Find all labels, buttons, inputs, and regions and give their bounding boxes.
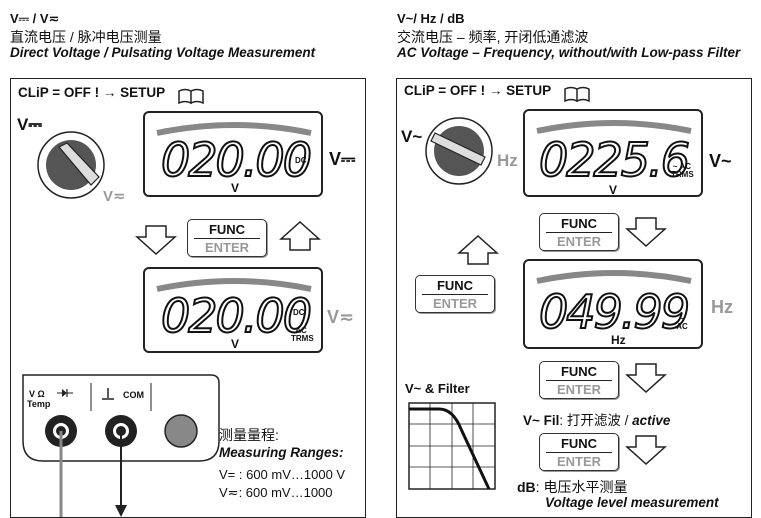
arrow-down-icon xyxy=(625,363,667,394)
db-caption-symbol: dB xyxy=(517,479,536,495)
display2-mode-bottom: AC TRMS xyxy=(291,326,314,343)
jack-label-temp: Temp xyxy=(27,399,51,409)
right-dial-right-label: Hz xyxy=(497,151,518,170)
arrow-up-icon xyxy=(457,234,499,265)
range-pulsating: V≂: 600 mV…1000 xyxy=(219,485,333,500)
enter-label: ENTER xyxy=(432,296,478,311)
display2-side-label: Hz xyxy=(711,297,733,317)
range-dc: V= : 600 mV…1000 V xyxy=(219,467,346,482)
filter-label: V~ & Filter xyxy=(405,381,470,396)
jack-label-com: COM xyxy=(123,390,144,400)
arrow-down-icon xyxy=(625,217,667,248)
display2-side-label: V≂ xyxy=(327,307,355,327)
rotary-switch-dial xyxy=(425,117,493,185)
display1-side-label: V~ xyxy=(709,151,732,171)
left-dial-bottom-label: V≂ xyxy=(103,188,126,205)
display2-unit: V xyxy=(231,337,240,351)
enter-label: ENTER xyxy=(556,454,602,469)
enter-label: ENTER xyxy=(556,234,602,249)
right-clip-setup: CLiP = OFF ! → SETUP xyxy=(404,83,552,98)
right-title-en: AC Voltage – Frequency, without/with Low… xyxy=(397,45,741,60)
right-title-cn: 交流电压 – 频率, 开闭低通滤波 xyxy=(397,29,589,45)
rotary-switch-dial xyxy=(37,131,105,199)
display2-mode-top: DC xyxy=(293,308,305,317)
display1-side-label: V⎓ xyxy=(329,149,356,169)
display1-mode: ~ AC TRMS xyxy=(671,162,694,179)
left-title-cn: 直流电压 / 脉冲电压测量 xyxy=(10,29,162,45)
left-title-en: Direct Voltage / Pulsating Voltage Measu… xyxy=(10,45,316,60)
bargraph-arc xyxy=(536,120,692,134)
left-symbol-line: V⎓ / V≂ xyxy=(10,11,60,26)
lcd-display-2: 020.00 V DC AC TRMS xyxy=(143,267,323,353)
func-enter-button-left[interactable]: FUNC ENTER xyxy=(187,219,267,257)
display2-mode: ~ AC xyxy=(676,314,688,331)
ranges-title-cn: 测量量程: xyxy=(219,427,279,443)
filter-caption-en: active xyxy=(632,413,671,428)
right-symbol-line: V~/ Hz / dB xyxy=(397,11,465,26)
bargraph-arc xyxy=(536,270,692,284)
display2-unit: Hz xyxy=(611,333,626,347)
book-icon xyxy=(564,86,590,103)
filter-caption: V~ Fil: 打开滤波 / active xyxy=(523,409,670,429)
display1-unit: V xyxy=(609,183,618,197)
left-panel: CLiP = OFF ! → SETUP V⎓ V≂ 020.00 V DC V… xyxy=(10,78,366,518)
func-label: FUNC xyxy=(208,222,246,237)
db-caption-en: Voltage level measurement xyxy=(545,495,719,510)
func-label: FUNC xyxy=(560,436,598,451)
display1-reading: 0225.6 xyxy=(538,132,691,188)
lcd-display-1: 020.00 V DC xyxy=(143,111,323,197)
arrow-down-icon xyxy=(625,435,667,466)
func-label: FUNC xyxy=(560,364,598,379)
func-enter-button-1[interactable]: FUNC ENTER xyxy=(539,213,619,251)
filter-caption-cn: : 打开滤波 / xyxy=(559,413,633,428)
func-label: FUNC xyxy=(560,216,598,231)
bargraph-arc xyxy=(156,278,312,292)
jack-label-v: V Ω xyxy=(29,389,45,399)
right-dial-left-label: V~ xyxy=(401,127,423,146)
db-caption: dB: 电压水平测量 xyxy=(517,477,627,497)
display2-reading: 020.00 xyxy=(160,288,313,344)
diode-icon xyxy=(57,389,73,397)
func-label: FUNC xyxy=(436,278,474,293)
func-enter-button-2[interactable]: FUNC ENTER xyxy=(539,361,619,399)
enter-label: ENTER xyxy=(556,382,602,397)
func-enter-button-back[interactable]: FUNC ENTER xyxy=(415,275,495,313)
lowpass-filter-graph xyxy=(408,402,496,490)
enter-label: ENTER xyxy=(204,240,250,255)
filter-caption-symbol: V~ Fil xyxy=(523,413,560,428)
arrow-down-icon xyxy=(135,225,177,256)
lcd-display-1: 0225.6 V ~ AC TRMS xyxy=(523,109,703,197)
ground-icon xyxy=(102,388,114,400)
display1-unit: V xyxy=(231,181,240,195)
display1-mode: DC xyxy=(295,156,307,165)
lcd-display-2: 049.99 Hz ~ AC xyxy=(523,259,703,349)
arrow-up-icon xyxy=(279,220,321,251)
book-icon xyxy=(178,88,204,105)
func-enter-button-3[interactable]: FUNC ENTER xyxy=(539,433,619,471)
bargraph-arc xyxy=(156,122,312,136)
display2-reading: 049.99 xyxy=(538,284,691,340)
left-clip-setup: CLiP = OFF ! → SETUP xyxy=(18,85,166,100)
left-dial-top-label: V⎓ xyxy=(17,115,42,134)
db-caption-cn: : 电压水平测量 xyxy=(535,479,628,495)
ranges-title-en: Measuring Ranges: xyxy=(219,445,344,460)
display1-reading: 020.00 xyxy=(160,132,313,188)
right-panel: CLiP = OFF ! → SETUP V~ Hz 0225.6 V ~ AC… xyxy=(396,78,752,518)
meter-jack-panel xyxy=(22,374,220,517)
